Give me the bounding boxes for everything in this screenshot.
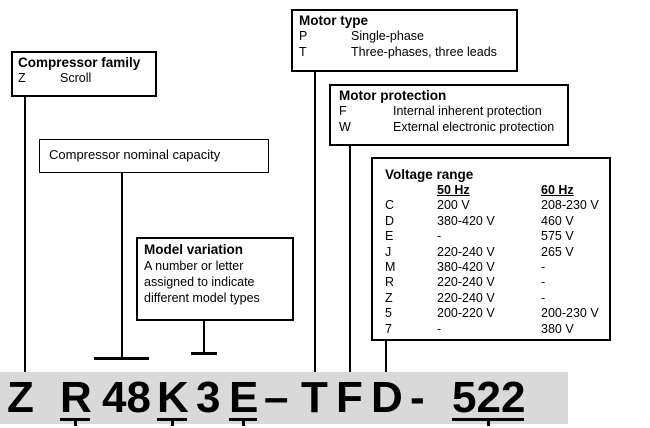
voltage-50hz: 380-420 V	[437, 260, 495, 274]
motor-type-title: Motor type	[299, 13, 368, 28]
code-char-e: E	[229, 373, 259, 422]
code: W	[339, 119, 351, 134]
compressor-family-row: Z Scroll	[18, 71, 150, 87]
voltage-60hz: -	[541, 275, 546, 290]
model-variation-title: Model variation	[144, 242, 244, 257]
code-char-bom: 522	[452, 373, 526, 422]
code: Z	[18, 71, 26, 85]
code: T	[299, 44, 307, 59]
code: F	[339, 104, 347, 118]
desc: External electronic protection	[393, 119, 555, 134]
motor-protection-title: Motor protection	[339, 88, 447, 103]
underline-k-tick	[171, 418, 174, 426]
voltage-60hz: 265 V	[541, 244, 574, 259]
voltage-code: Z	[385, 290, 393, 305]
code-char-k: K	[157, 373, 189, 422]
connector-motor-type	[314, 71, 316, 374]
nominal-capacity-box: Compressor nominal capacity	[39, 139, 269, 173]
desc: Single-phase	[351, 29, 424, 43]
code-char-family: Z	[7, 373, 34, 422]
code-char-variation: 3	[196, 373, 221, 422]
voltage-60hz: 200-230 V	[541, 306, 599, 321]
voltage-60hz: -	[541, 260, 546, 274]
code-char-voltage: D	[371, 373, 403, 422]
motor-type-row: P Single-phase	[299, 29, 510, 45]
voltage-50hz: 220-240 V	[437, 275, 495, 290]
voltage-code: R	[385, 275, 395, 290]
underline-e-tick	[242, 418, 245, 426]
code-char-capacity: 48	[102, 373, 151, 422]
connector-capacity-vertical	[121, 172, 123, 359]
motor-protection-row: W External electronic protection	[339, 120, 559, 136]
code: P	[299, 29, 308, 43]
underline-r-tick	[74, 418, 77, 426]
model-variation-box: Model variation A number or letter assig…	[136, 237, 294, 321]
voltage-50hz: 200-220 V	[437, 306, 495, 321]
voltage-60hz: -	[541, 290, 546, 305]
underline-522-tick	[487, 418, 490, 426]
voltage-60hz: 380 V	[541, 321, 574, 336]
voltage-50hz: 380-420 V	[437, 213, 495, 228]
code-char-dash-2: -	[410, 373, 425, 422]
voltage-code: C	[385, 198, 395, 213]
motor-protection-row: F Internal inherent protection	[339, 104, 559, 120]
model-variation-line: different model types	[144, 291, 260, 305]
code-char-r: R	[60, 373, 92, 422]
code-char-motor-protection: F	[336, 373, 363, 422]
connector-voltage-range	[385, 340, 387, 374]
voltage-50hz: -	[437, 229, 442, 244]
motor-protection-box: Motor protection F Internal inherent prot…	[329, 84, 569, 146]
model-variation-line: assigned to indicate	[144, 275, 255, 289]
motor-type-box: Motor type P Single-phase T Three-phases, …	[291, 9, 518, 72]
voltage-50hz: 220-240 V	[437, 244, 495, 259]
model-variation-line: A number or letter	[144, 259, 244, 273]
desc: Internal inherent protection	[393, 104, 542, 118]
voltage-60hz: 460 V	[541, 213, 574, 228]
code-char-motor-type: T	[301, 373, 328, 422]
voltage-code: M	[385, 260, 396, 274]
voltage-code: 7	[385, 321, 392, 336]
connector-capacity-bar	[94, 357, 149, 360]
connector-variation-bar	[191, 352, 217, 355]
compressor-family-box: Compressor family Z Scroll	[11, 51, 157, 97]
code-char-dash: –	[264, 373, 289, 422]
col-50hz-header: 50 Hz	[437, 183, 470, 197]
motor-type-row: T Three-phases, three leads	[299, 45, 510, 61]
voltage-range-box: Voltage range 50 Hz 60 Hz C 200 V 208-230 …	[371, 157, 611, 341]
model-code-strip	[0, 372, 568, 424]
voltage-60hz: 208-230 V	[541, 198, 599, 213]
nominal-capacity-title: Compressor nominal capacity	[49, 147, 221, 162]
connector-motor-protection	[349, 145, 351, 374]
voltage-50hz: -	[437, 321, 442, 336]
connector-family	[24, 96, 26, 374]
voltage-50hz: 200 V	[437, 198, 470, 213]
voltage-code: D	[385, 213, 395, 228]
voltage-code: 5	[385, 306, 392, 321]
voltage-50hz: 220-240 V	[437, 290, 495, 305]
connector-variation-vertical	[203, 320, 205, 354]
voltage-code: J	[385, 244, 392, 259]
col-60hz-header: 60 Hz	[541, 183, 574, 197]
voltage-table: 50 Hz 60 Hz C 200 V 208-230 V D 380-420 V 460…	[385, 183, 605, 339]
compressor-family-title: Compressor family	[18, 55, 141, 70]
desc: Scroll	[60, 71, 92, 85]
voltage-60hz: 575 V	[541, 229, 574, 244]
voltage-code: E	[385, 229, 394, 244]
voltage-range-title: Voltage range	[385, 167, 474, 182]
desc: Three-phases, three leads	[351, 44, 497, 59]
